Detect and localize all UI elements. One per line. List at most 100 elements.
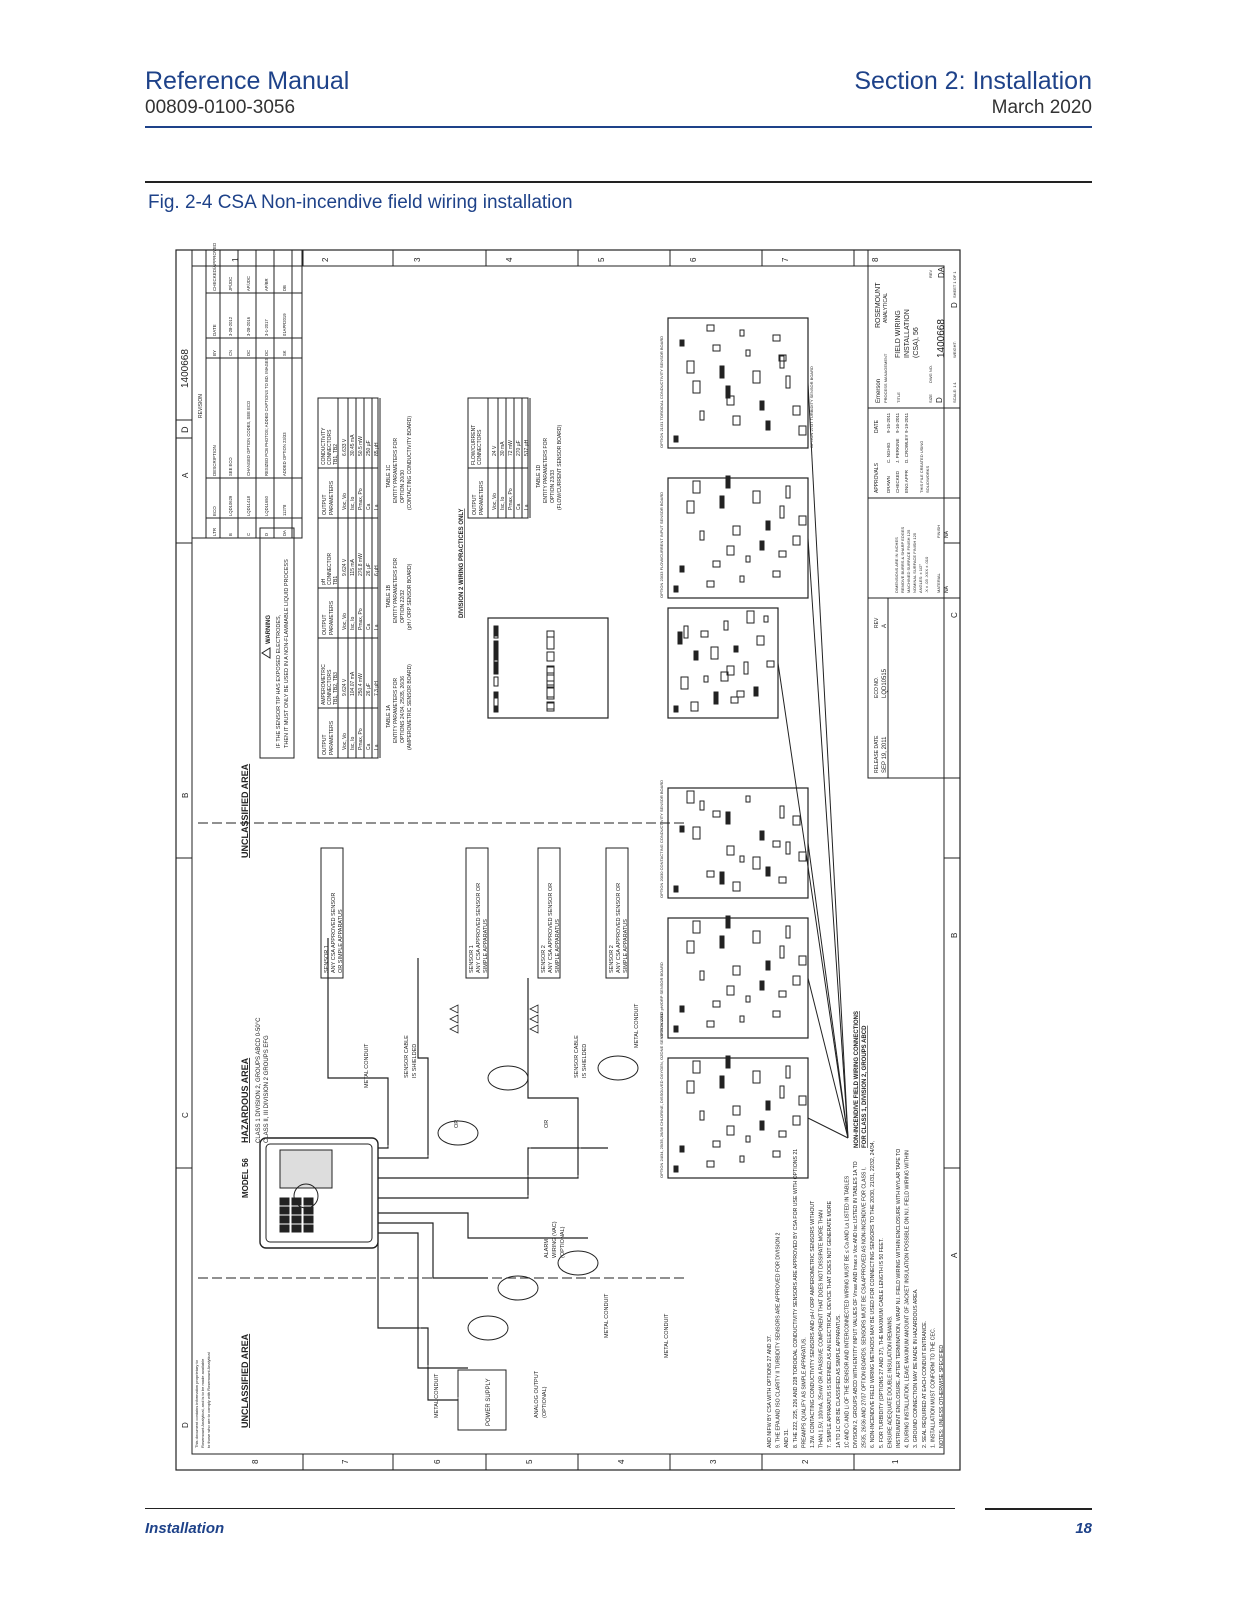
pcb-component-icon <box>712 1000 721 1008</box>
model-label: MODEL 56 <box>241 1158 250 1198</box>
conduit-wire-inner <box>380 1220 490 1277</box>
pcb-component-icon <box>736 690 745 698</box>
model-56-key-icon <box>291 1206 302 1215</box>
board-caption: OPTION 20/30 CONTACTING CONDUCTIVITY SEN… <box>659 780 664 898</box>
pcb-component-icon <box>546 702 555 710</box>
pcb-component-icon <box>745 555 751 563</box>
model-56-enclosure <box>259 1137 379 1249</box>
doc-number: 1400668 <box>180 349 191 388</box>
pcb-component-icon <box>792 405 801 416</box>
zone-letter-bottom: A <box>950 1252 959 1258</box>
pcb-component-icon <box>493 661 499 675</box>
table-param: Ca <box>366 743 372 750</box>
zone-number-right: 8 <box>871 257 880 262</box>
note-line: INSTRUMENT ENCLOSURE. AFTER TERMINATION,… <box>896 1149 902 1448</box>
pcb-component-icon <box>779 355 785 369</box>
model-56-key-icon <box>291 1215 302 1224</box>
model-56-key-icon <box>279 1224 290 1233</box>
rev-value: A <box>882 624 888 628</box>
table-header-parameters: PARAMETERS <box>329 480 335 515</box>
metal-conduit-label: METAL CONDUIT <box>664 1313 670 1358</box>
conduit-wire-inner <box>380 1210 590 1237</box>
table-header-terminals: TB1 <box>333 576 339 585</box>
table-caption-entity: ENTITY PARAMETERS FOR <box>393 558 399 623</box>
pcb-component-icon <box>690 701 699 712</box>
drawing-title-2: INSTALLATION <box>904 309 911 358</box>
pcb-component-icon <box>765 866 771 877</box>
table-caption: TABLE 1B <box>386 584 392 608</box>
pcb-component-icon <box>673 1025 679 1033</box>
weight-label: WEIGHT: <box>952 341 957 358</box>
board-leader-line <box>777 662 849 1139</box>
zone-letter-top: D <box>181 1422 190 1428</box>
pcb-component-icon <box>692 1060 701 1074</box>
model-56-key-icon <box>303 1206 314 1215</box>
doc-number-box <box>175 249 193 439</box>
pcb-component-icon <box>765 1100 771 1111</box>
pcb-component-icon <box>706 870 715 878</box>
pcb-component-icon <box>725 1055 731 1069</box>
zone-letter-top: C <box>181 1112 190 1118</box>
conduit-wire-inner <box>380 1230 470 1367</box>
pcb-component-icon <box>753 686 759 697</box>
table-value: 26 µF <box>366 563 372 576</box>
pcb-component-icon <box>725 385 731 399</box>
revision-cell: LQD10629 <box>228 495 233 516</box>
conduit-seal <box>497 1275 539 1301</box>
pcb-component-icon <box>703 675 709 683</box>
pcb-component-icon <box>792 535 801 546</box>
table-header-type: AMPEROMETRIC <box>321 664 327 705</box>
pcb-component-icon <box>673 885 679 893</box>
table-caption-options: OPTION 20/30 <box>400 470 406 503</box>
note-line: 3. GROUND CONNECTION MAY BE MADE IN HAZA… <box>913 1289 919 1449</box>
alarm-label: ALARM <box>544 1239 550 1258</box>
table-value: 9.624 V <box>342 678 348 696</box>
table-header-terminals: TB1, TB2, TB3 <box>333 672 339 705</box>
sensor-box <box>465 847 489 979</box>
table-header-output: OUTPUT <box>322 734 328 755</box>
table-caption-options: OPTION 23/33 <box>550 470 556 503</box>
rev-label: REV <box>874 617 880 628</box>
table-caption-options: OPTIONS 24/34, 25/35, 26/36 <box>400 676 406 743</box>
pcb-component-icon <box>699 410 705 421</box>
conduit-wire <box>378 1232 468 1369</box>
footer-section: Installation <box>145 1520 225 1537</box>
model-56-key-icon <box>279 1197 290 1206</box>
zone-letter-top: A <box>181 472 190 478</box>
sensor-cable-shielded: IS SHIELDED <box>582 1044 588 1078</box>
warning-box <box>259 527 295 759</box>
revision-header: ECO <box>212 506 217 516</box>
pcb-component-icon <box>739 1155 745 1163</box>
pcb-component-icon <box>719 495 725 509</box>
model-56-bezel <box>265 1143 373 1243</box>
unclassified-area-top: UNCLASSIFIED AREA <box>240 763 250 858</box>
pcb-component-icon <box>785 375 791 389</box>
table-param: Voc, Vo <box>492 493 498 510</box>
pcb-component-icon <box>772 1010 781 1018</box>
nonincendive-label-2: FOR CLASS 1, DIVISION 2, GROUPS ABCD <box>862 1025 868 1148</box>
warning-triangle-icon <box>529 1024 539 1034</box>
pcb-component-icon <box>726 845 735 856</box>
revision-header: CHECKED/APPROVED <box>212 242 217 291</box>
pcb-component-icon <box>725 915 731 929</box>
revision-cell: LQD11418 <box>246 495 251 516</box>
dwg-no-label: DWG NO. <box>928 365 933 383</box>
board-leader-line <box>807 842 849 1139</box>
table-value: 50.5 mW <box>358 436 364 456</box>
pcb-component-icon <box>712 810 721 818</box>
sensor-name: SENSOR 2 <box>541 945 547 973</box>
pcb-component-icon <box>759 1120 765 1131</box>
pcb-component-icon <box>765 420 771 431</box>
pcb-component-icon <box>726 1125 735 1136</box>
pcb-component-icon <box>739 329 745 337</box>
pcb-component-icon <box>785 1065 791 1079</box>
pcb-component-icon <box>785 485 791 499</box>
table-caption-entity: ENTITY PARAMETERS FOR <box>393 438 399 503</box>
board-caption: OPTION 24/34, 25/35, 26/36 CHLORINE, DIS… <box>659 1012 664 1178</box>
note-line: 9. THE EPA AND ISO CLARITY II TURBIDITY … <box>776 1232 782 1448</box>
or-label: OR <box>454 1120 460 1128</box>
table-param: Pmax, Po <box>358 608 364 630</box>
pcb-component-icon <box>778 876 787 884</box>
pcb-component-icon <box>677 631 683 645</box>
pcb-component-icon <box>745 349 751 357</box>
